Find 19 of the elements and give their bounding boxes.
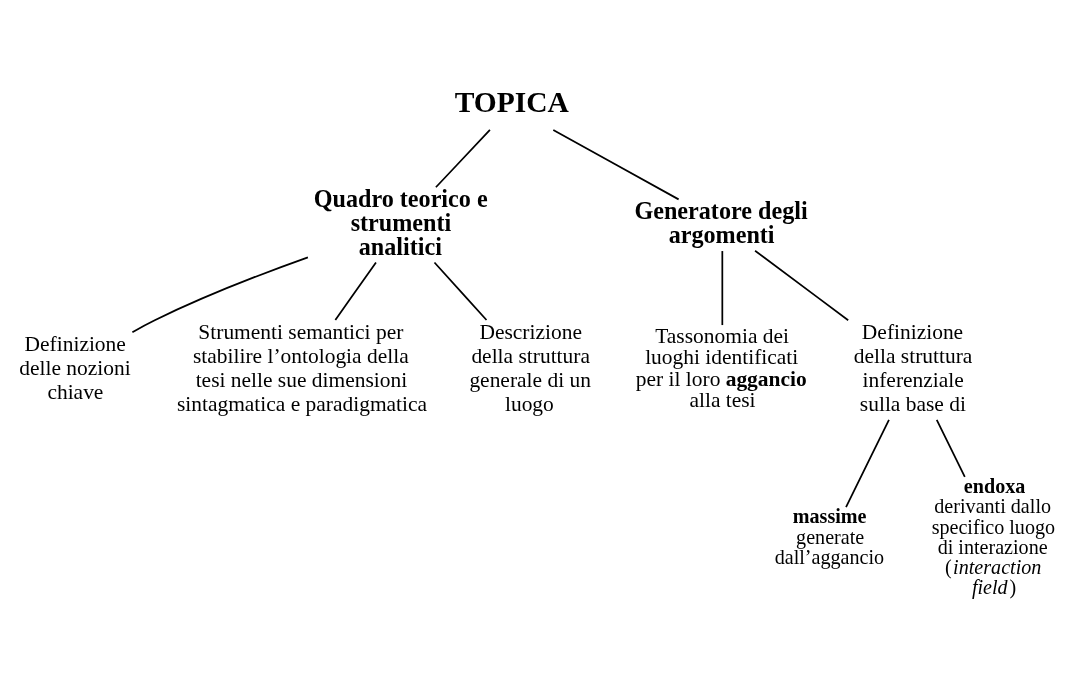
connector	[131, 256, 309, 333]
connector	[845, 418, 890, 508]
connector	[754, 249, 850, 322]
connector	[552, 129, 680, 201]
node-text: Strumenti semantici per stabilire l’ontologia della tesi nelle sue dimensioni sintagmatica e paradigmatica	[176, 319, 428, 417]
node-text: endoxa derivanti dallo specifico luogo di interazione (interaction field)	[931, 475, 1056, 598]
connector	[433, 261, 488, 321]
node-text: Quadro teorico e strumenti analitici	[313, 184, 488, 260]
connector	[435, 129, 491, 189]
connector	[721, 250, 724, 326]
node-text: Generatore degli argomenti	[634, 196, 808, 248]
node-text: massime generate dall’aggancio	[774, 505, 885, 568]
node-text: Definizione delle nozioni chiave	[19, 331, 131, 405]
node-text: Tassonomia dei luoghi identificati per il loro aggancio alla tesi	[635, 323, 807, 413]
node-text: Descrizione della struttura generale di un luogo	[469, 319, 591, 417]
node-text: TOPICA	[454, 85, 569, 118]
connector	[935, 418, 966, 478]
node-text: Definizione della struttura inferenziale sulla base di	[853, 319, 973, 417]
connector	[334, 261, 377, 321]
